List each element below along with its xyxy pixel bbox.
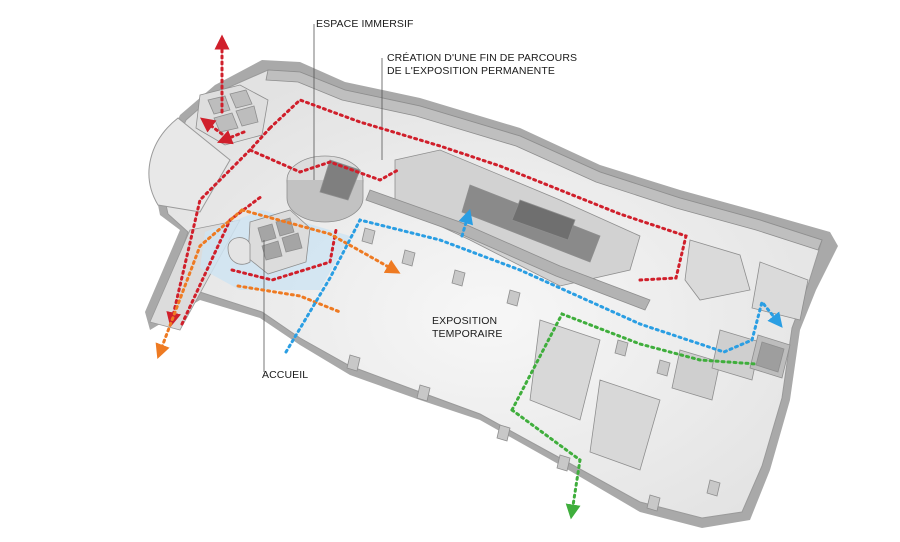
green-route-main bbox=[510, 312, 758, 412]
label-accueil: ACCUEIL bbox=[262, 369, 309, 381]
orange-route-east bbox=[236, 284, 342, 314]
orange-route-south bbox=[155, 208, 244, 360]
leader-lines bbox=[263, 24, 383, 372]
label-creation-line2: DE L'EXPOSITION PERMANENTE bbox=[387, 65, 555, 77]
red-route-accueil bbox=[230, 228, 338, 282]
interior-walls bbox=[195, 69, 823, 512]
label-creation-line1: CRÉATION D'UNE FIN DE PARCOURS bbox=[387, 52, 578, 64]
route-orange bbox=[155, 208, 401, 360]
red-route-south-exit bbox=[166, 148, 252, 328]
green-route-south-exit bbox=[510, 408, 582, 520]
label-espace-immersif: ESPACE IMMERSIF bbox=[316, 18, 414, 30]
red-route-main bbox=[268, 98, 688, 282]
red-route-loop bbox=[247, 126, 400, 182]
blue-route-east bbox=[750, 298, 783, 342]
blue-route-up-arrow bbox=[458, 208, 474, 238]
route-green bbox=[510, 312, 758, 520]
label-exposition-line1: EXPOSITION bbox=[432, 315, 498, 327]
route-blue bbox=[284, 208, 783, 354]
orange-route-main bbox=[240, 208, 401, 274]
blue-route-main bbox=[284, 218, 754, 354]
route-red bbox=[166, 34, 688, 328]
red-route-room-arrow-2 bbox=[217, 130, 246, 145]
label-exposition-line2: TEMPORAIRE bbox=[432, 328, 503, 340]
